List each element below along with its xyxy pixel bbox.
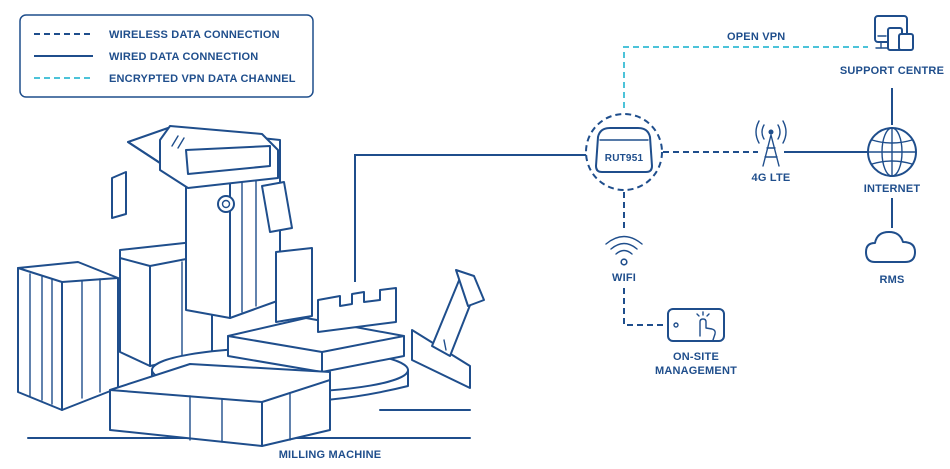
internet-label: INTERNET (864, 183, 921, 195)
control-panel (411, 269, 485, 389)
cell-tower-icon (755, 120, 787, 167)
globe-icon (867, 127, 917, 177)
connections: OPEN VPN (354, 31, 893, 326)
devices-icon (874, 15, 914, 51)
router-label: RUT951 (605, 153, 644, 164)
wifi-icon (605, 235, 643, 266)
legend-wireless-label: WIRELESS DATA CONNECTION (109, 29, 280, 41)
internet-node: INTERNET (864, 127, 921, 195)
onsite-label-line1: ON-SITE (673, 351, 719, 363)
lte-node: 4G LTE (752, 120, 791, 184)
conveyor-box (109, 363, 331, 447)
support-node: SUPPORT CENTRE (840, 15, 944, 77)
wifi-label: WIFI (612, 272, 636, 284)
spindle-head (159, 125, 279, 189)
wifi-onsite-link (623, 288, 668, 326)
milling-machine-illustration (17, 125, 485, 447)
legend-vpn-label: ENCRYPTED VPN DATA CHANNEL (109, 73, 296, 85)
workpiece-fixture (317, 287, 397, 333)
open-vpn-label: OPEN VPN (727, 31, 785, 43)
lte-label: 4G LTE (752, 172, 791, 184)
router-icon (595, 127, 653, 173)
cloud-icon (865, 231, 916, 263)
side-cabinet (17, 261, 119, 411)
tablet-touch-icon (667, 308, 725, 342)
router-node: RUT951 (585, 113, 663, 191)
onsite-label-line2: MANAGEMENT (655, 365, 737, 377)
onsite-node: ON-SITE MANAGEMENT (655, 308, 737, 377)
spindle-knob (217, 195, 235, 213)
support-label: SUPPORT CENTRE (840, 65, 944, 77)
machine-label: MILLING MACHINE (279, 449, 382, 461)
wifi-node: WIFI (605, 235, 643, 284)
legend-box (19, 14, 314, 98)
rms-node: RMS (865, 231, 916, 286)
machine-router-link (354, 154, 587, 282)
rms-label: RMS (879, 274, 904, 286)
legend-wired-label: WIRED DATA CONNECTION (109, 51, 258, 63)
legend: WIRELESS DATA CONNECTION WIRED DATA CONN… (19, 14, 314, 98)
vpn-link (623, 46, 868, 108)
